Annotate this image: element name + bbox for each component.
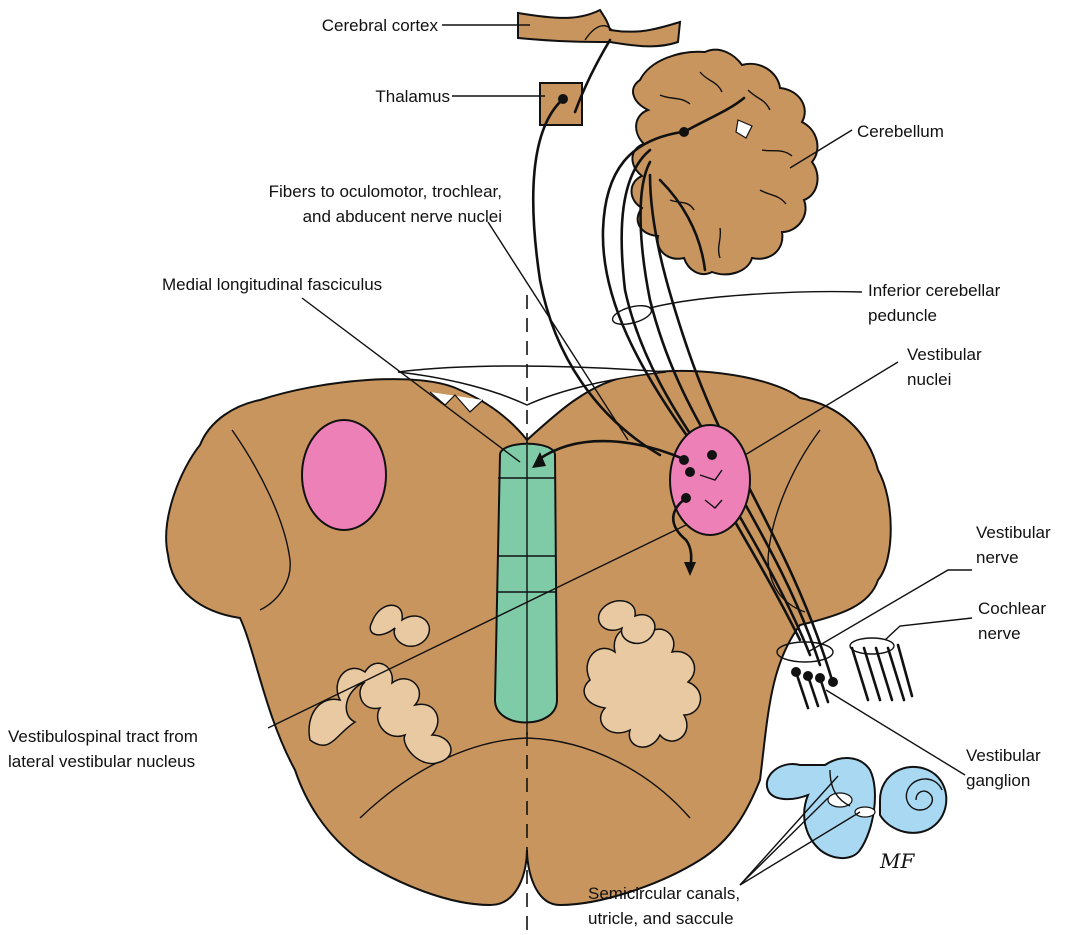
label-canals-line2: utricle, and saccule [588,909,734,928]
saccule [855,807,875,817]
label-fibers-line2: and abducent nerve nuclei [303,207,502,226]
label-cochlear-line2: nerve [978,624,1021,643]
label-vnerve-line1: Vestibular [976,523,1051,542]
label-vst-line1: Vestibulospinal tract from [8,727,198,746]
label-vnerve-line2: nerve [976,548,1019,567]
vn-synapse-1 [679,455,689,465]
illustrator-signature: MF [879,849,915,873]
leader-fibers [488,222,628,440]
cerebellum-group [632,50,818,275]
label-cochlear-line1: Cochlear [978,599,1046,618]
leader-cochlear [885,618,972,640]
label-icp-line2: peduncle [868,306,937,325]
leader-icp [650,292,862,308]
cortex-fiber [575,40,610,112]
label-cerebral-cortex: Cerebral cortex [322,16,439,35]
cerebellum [632,50,818,275]
thalamus-synapse [558,94,568,104]
ganglion-4 [828,677,838,687]
medial-longitudinal-fasciculus [495,444,557,723]
cochlea [880,767,946,833]
cerebral-cortex [518,10,680,46]
label-vganglion-line2: ganglion [966,771,1030,790]
label-vn-line1: Vestibular [907,345,982,364]
vn-synapse-2 [685,467,695,477]
cochlear-nerve [850,638,912,700]
left-pink-nucleus [302,420,386,530]
label-cerebellum: Cerebellum [857,122,944,141]
label-vganglion-line1: Vestibular [966,746,1041,765]
inner-ear: MF [767,758,946,873]
label-fibers-line1: Fibers to oculomotor, trochlear, [269,182,502,201]
label-vn-line2: nuclei [907,370,951,389]
thalamus-box [540,83,582,125]
label-vst-line2: lateral vestibular nucleus [8,752,195,771]
label-thalamus: Thalamus [375,87,450,106]
label-mlf: Medial longitudinal fasciculus [162,275,382,294]
label-icp-line1: Inferior cerebellar [868,281,1001,300]
vestibular-nuclei-ellipse [670,425,750,535]
label-canals-line1: Semicircular canals, [588,884,740,903]
vn-synapse-3 [707,450,717,460]
medulla-section [166,295,891,930]
